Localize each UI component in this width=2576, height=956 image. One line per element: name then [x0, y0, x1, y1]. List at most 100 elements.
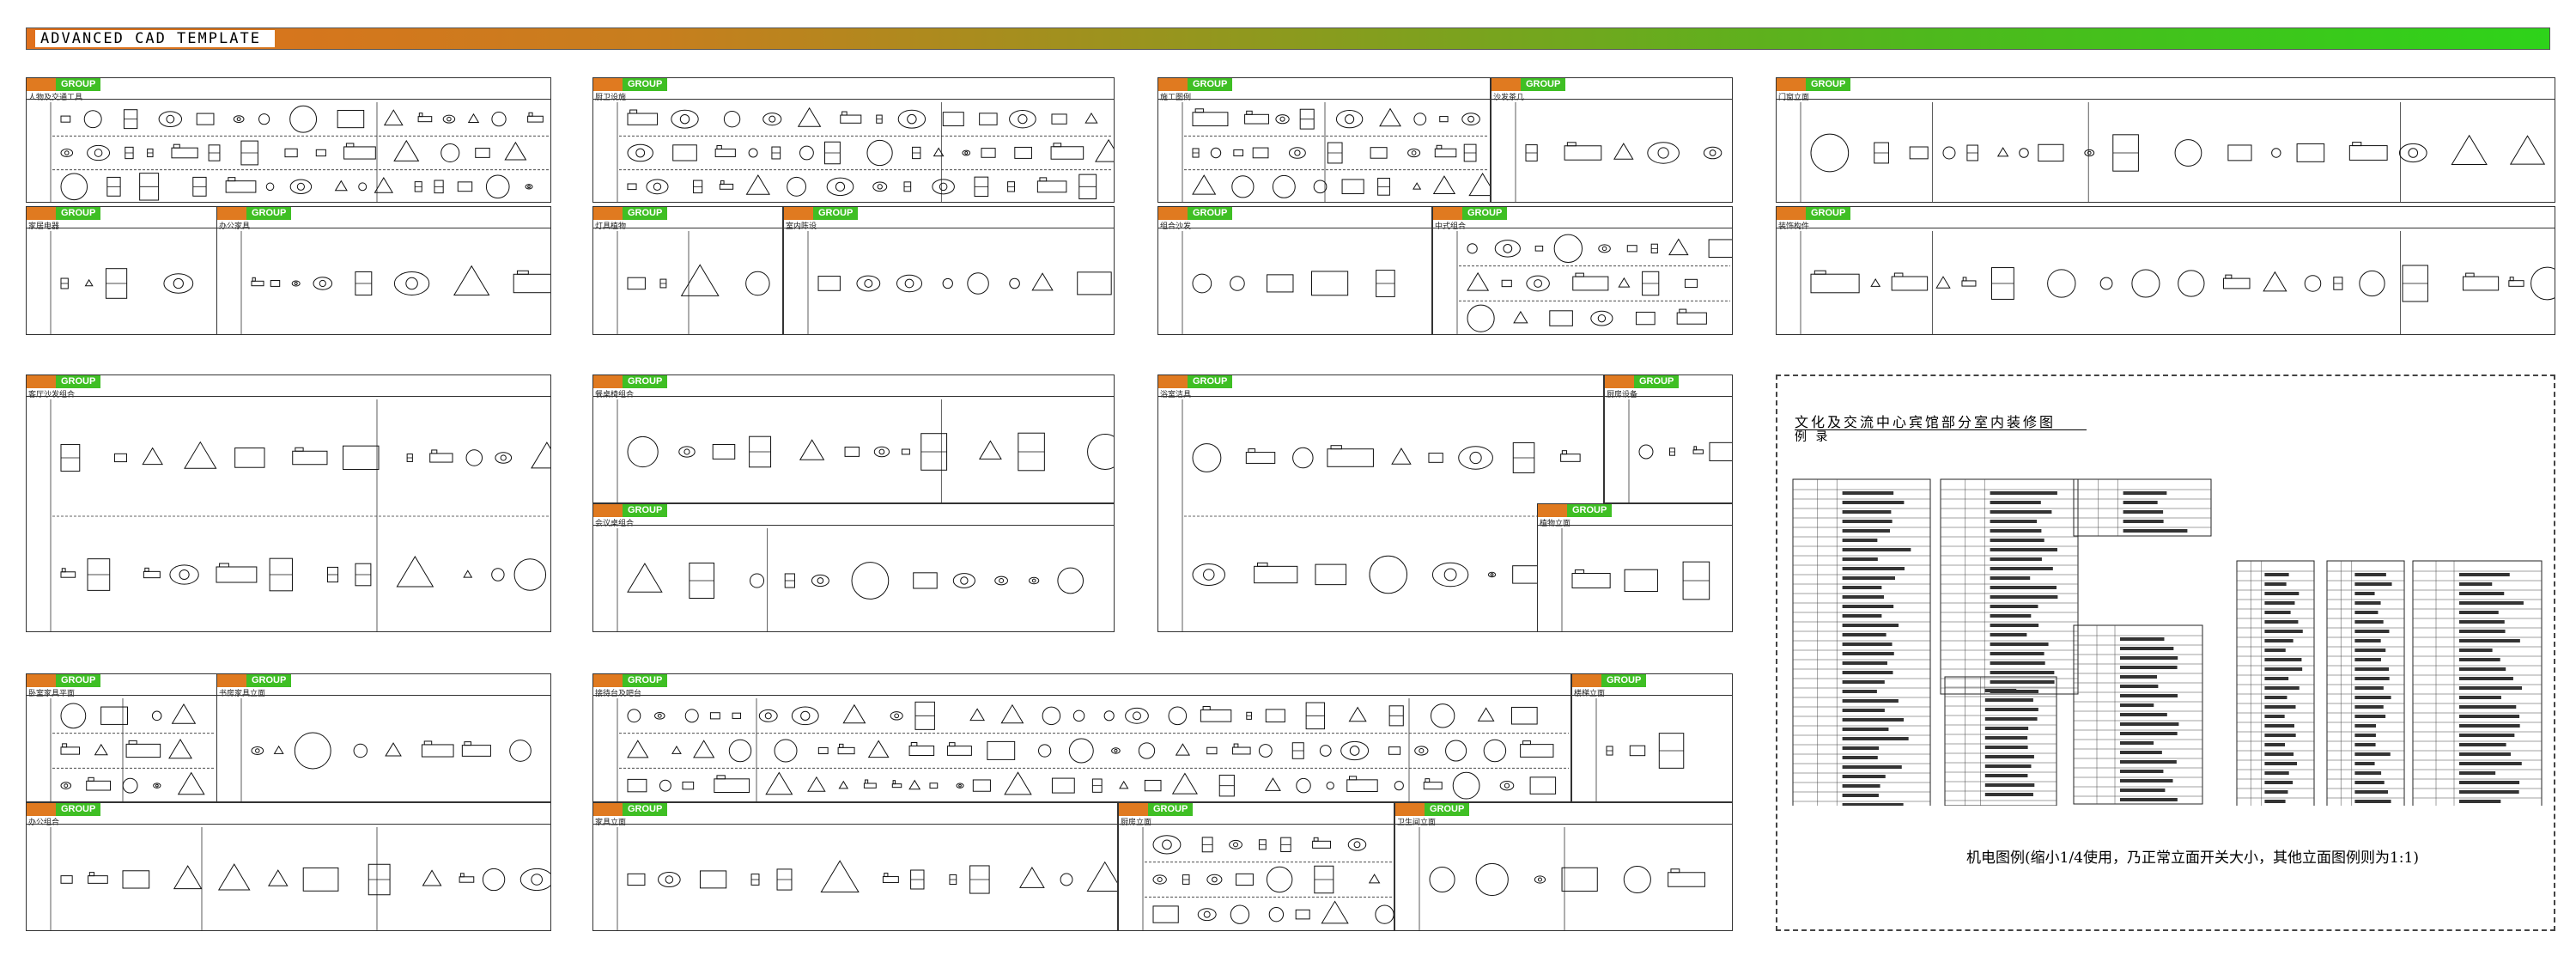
panel-header-rule: [593, 824, 1117, 825]
tag-orange-block: [217, 207, 246, 220]
cad-symbols: [1182, 399, 1601, 631]
sheet-panel: GROUP 沙发茶几: [1491, 77, 1733, 203]
panel-caption: 会议桌组合: [595, 520, 635, 528]
sheet-panel: GROUP 楼梯立面: [1571, 673, 1733, 802]
cad-symbols: [1628, 399, 1732, 502]
tag-orange-block: [593, 207, 623, 220]
panel-caption: 书房家具立面: [219, 690, 266, 698]
group-label: GROUP: [813, 207, 859, 220]
panel-header-rule: [27, 396, 550, 397]
tag-orange-block: [1605, 375, 1634, 388]
panel-header-rule: [27, 824, 550, 825]
group-label: GROUP: [1188, 207, 1233, 220]
tag-orange-block: [593, 375, 623, 388]
cad-symbols: [1515, 102, 1722, 202]
tag-orange-block: [593, 674, 623, 687]
group-tag: GROUP 施工图例: [1158, 78, 1233, 102]
tag-orange-block: [1395, 803, 1425, 816]
legend-sheet: 文化及交流中心宾馆部分室内装修图 例 录 机电图例(缩小1/4使用，乃正常立面开…: [1776, 374, 2555, 931]
group-label: GROUP: [1148, 803, 1194, 816]
sheet-panel: GROUP 施工图例: [1157, 77, 1491, 203]
panel-header-rule: [593, 525, 1114, 526]
group-label: GROUP: [1188, 78, 1233, 91]
sheet-panel: GROUP 中式组合: [1432, 206, 1733, 335]
panel-caption: 办公家具: [219, 222, 251, 231]
group-label: GROUP: [1188, 375, 1233, 388]
panel-caption: 施工图例: [1160, 94, 1192, 102]
legend-title: 文化及交流中心宾馆部分室内装修图: [1795, 414, 2057, 430]
cad-symbols: [1456, 231, 1732, 334]
tag-orange-block: [27, 803, 56, 816]
panel-header-rule: [1605, 396, 1732, 397]
group-label: GROUP: [1425, 803, 1470, 816]
group-label: GROUP: [1521, 78, 1566, 91]
panel-caption: 餐桌椅组合: [595, 391, 635, 399]
group-tag: GROUP 沙发茶几: [1492, 78, 1566, 102]
panel-caption: 室内陈设: [786, 222, 817, 231]
cad-symbols: [807, 231, 1112, 334]
tag-orange-block: [27, 674, 56, 687]
tag-orange-block: [1538, 504, 1567, 517]
panel-header-rule: [1119, 824, 1394, 825]
panel-caption: 中式组合: [1435, 222, 1467, 231]
group-label: GROUP: [56, 674, 101, 687]
panel-caption: 门窗立面: [1778, 94, 1810, 102]
cad-symbols: [240, 231, 550, 334]
group-label: GROUP: [1601, 674, 1647, 687]
panel-caption: 组合沙发: [1160, 222, 1192, 231]
legend-footnote: 机电图例(缩小1/4使用，乃正常立面开关大小，其他立面图例则为1:1): [1966, 849, 2419, 867]
group-label: GROUP: [1806, 207, 1851, 220]
tag-orange-block: [1433, 207, 1462, 220]
panel-caption: 沙发茶几: [1493, 94, 1525, 102]
panel-caption: 人物及交通工具: [28, 94, 83, 102]
cad-symbols: [50, 102, 549, 202]
sheet-panel: GROUP 组合沙发: [1157, 206, 1432, 335]
tag-orange-block: [1158, 207, 1188, 220]
group-tag: GROUP 组合沙发: [1158, 207, 1233, 231]
group-label: GROUP: [56, 803, 101, 816]
panel-header-rule: [593, 99, 1114, 100]
tag-orange-block: [217, 674, 246, 687]
panel-caption: 家居电器: [28, 222, 60, 231]
cad-symbols: [617, 827, 1117, 930]
group-label: GROUP: [56, 78, 101, 91]
cad-symbols: [240, 698, 532, 801]
cad-symbols: [1595, 698, 1685, 801]
group-label: GROUP: [246, 674, 292, 687]
cad-symbols: [50, 827, 550, 930]
panel-caption: 楼梯立面: [1574, 690, 1606, 698]
tag-orange-block: [1119, 803, 1148, 816]
legend-subtitle: 例 录: [1795, 430, 1831, 444]
panel-header-rule: [1395, 824, 1732, 825]
cad-symbols: [617, 399, 1114, 502]
cad-symbols: [1182, 231, 1395, 334]
cad-symbols: [1182, 102, 1490, 202]
cad-symbols: [617, 698, 1569, 801]
tag-orange-block: [593, 78, 623, 91]
group-label: GROUP: [1462, 207, 1508, 220]
template-banner: ADVANCED CAD TEMPLATE: [26, 27, 2550, 50]
panel-caption: 客厅沙发组合: [28, 391, 76, 399]
cad-symbols: [1419, 827, 1705, 930]
